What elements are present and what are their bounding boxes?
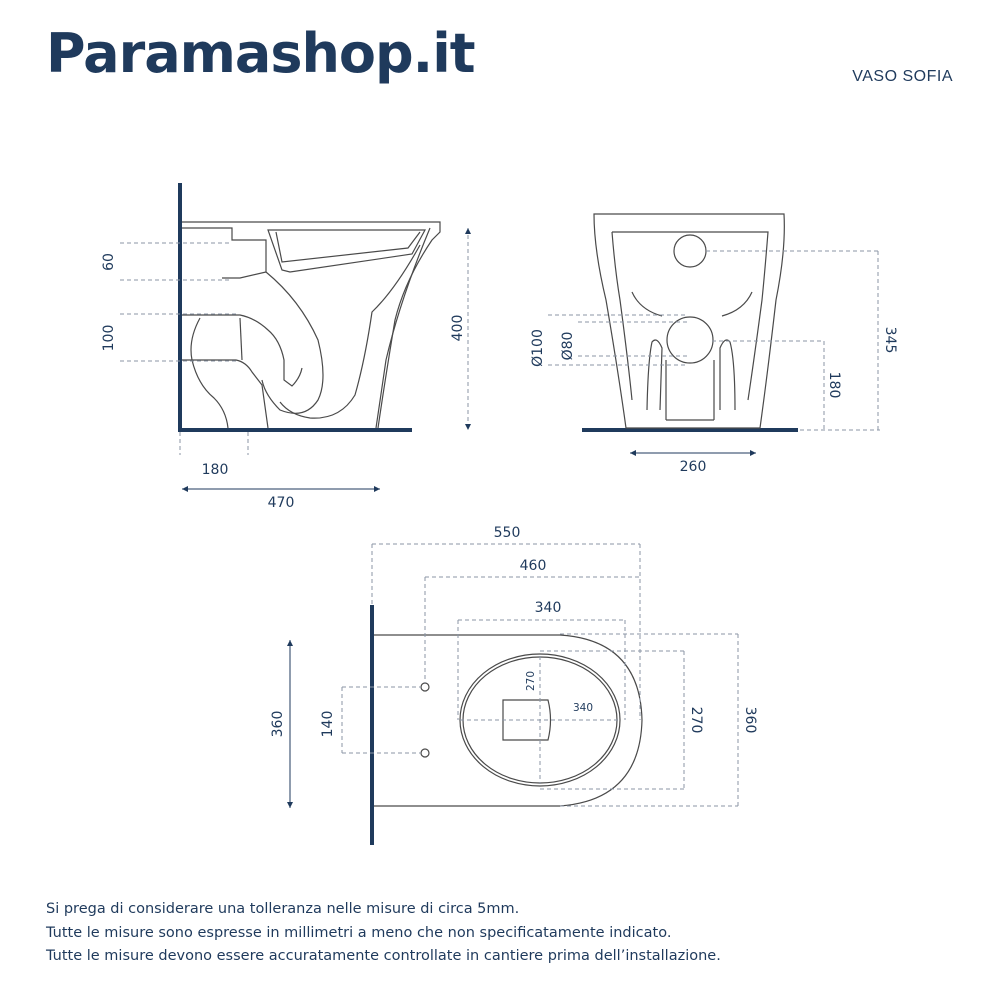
dim-340-inner-label: 340: [573, 702, 593, 714]
rear-toilet-outline: [593, 213, 785, 429]
dim-100-label: 100: [101, 325, 117, 352]
dim-400-label: 400: [450, 315, 466, 342]
dim-270-right-label: 270: [688, 707, 704, 734]
dim-460-label: 460: [520, 558, 547, 574]
rear-view: Ø100 Ø80 345 180 260: [530, 213, 898, 475]
dim-d80-label: Ø80: [560, 332, 576, 361]
dim-360-right-label: 360: [742, 707, 758, 734]
top-toilet-outline: [374, 634, 643, 807]
rear-dimensions: Ø100 Ø80 345 180 260: [530, 250, 898, 475]
dim-360-left-label: 360: [270, 711, 286, 738]
dim-60-label: 60: [101, 253, 117, 271]
top-view: 550 460 340 360 140 270 340 270 360: [270, 525, 758, 845]
notes-block: Si prega di considerare una tolleranza n…: [46, 898, 721, 969]
dim-d100-label: Ø100: [530, 329, 546, 367]
note-line: Tutte le misure devono essere accuratame…: [46, 948, 721, 964]
dim-260-label: 260: [680, 459, 707, 475]
dim-270-inner-label: 270: [525, 671, 537, 691]
dim-140-label: 140: [320, 711, 336, 738]
dim-340-label: 340: [535, 600, 562, 616]
top-dimensions: 550 460 340 360 140 270 340 270 360: [270, 525, 758, 808]
note-line: Si prega di considerare una tolleranza n…: [46, 901, 520, 917]
note-line: Tutte le misure sono espresse in millime…: [46, 924, 672, 941]
side-toilet-outline: [182, 221, 441, 429]
side-view: 60 100 400 180 470: [101, 183, 471, 511]
side-dimensions: 60 100 400 180 470: [101, 228, 471, 511]
dim-180-label: 180: [202, 462, 229, 478]
dim-345-label: 345: [882, 327, 898, 354]
dim-180-rear-label: 180: [826, 372, 842, 399]
dim-550-label: 550: [494, 525, 521, 541]
product-name: VASO SOFIA: [852, 68, 953, 85]
brand-logo: Paramashop.it: [46, 22, 476, 85]
dim-470-label: 470: [268, 495, 295, 511]
